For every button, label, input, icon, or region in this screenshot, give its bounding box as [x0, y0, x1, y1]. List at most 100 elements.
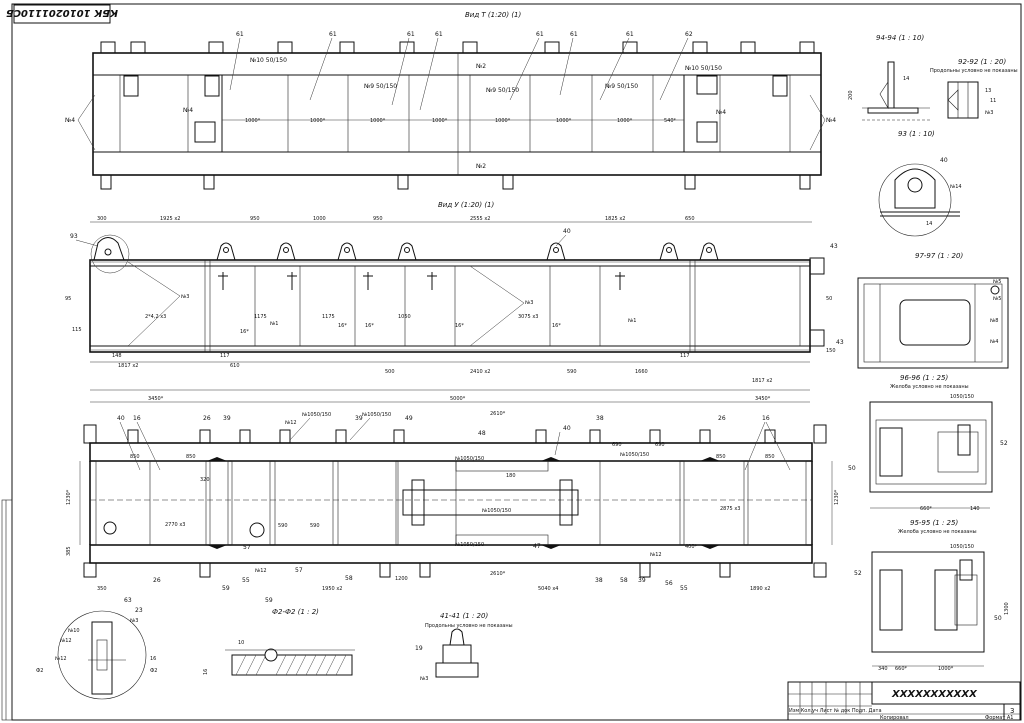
svg-text:61: 61 — [570, 31, 578, 38]
svg-text:1000*: 1000* — [617, 118, 633, 124]
svg-text:690: 690 — [655, 442, 665, 448]
svg-text:1890 x2: 1890 x2 — [750, 586, 770, 592]
svg-text:№12: №12 — [55, 656, 67, 662]
svg-text:1925 x2: 1925 x2 — [160, 216, 180, 222]
svg-text:55: 55 — [680, 585, 688, 592]
svg-text:16*: 16* — [240, 329, 249, 335]
svg-text:40: 40 — [563, 425, 571, 432]
view-u-title: Вид У (1:20) (1) — [438, 201, 494, 209]
svg-text:№2: №2 — [476, 163, 486, 170]
svg-text:39: 39 — [355, 415, 363, 422]
svg-text:180: 180 — [506, 473, 516, 479]
svg-text:Копировал: Копировал — [880, 715, 909, 721]
svg-text:1000*: 1000* — [495, 118, 511, 124]
svg-text:200: 200 — [848, 90, 854, 100]
svg-text:385: 385 — [66, 546, 72, 556]
section-96: 96-96 (1 : 25) Желоба условно не показан… — [848, 374, 1008, 512]
svg-text:52: 52 — [1000, 440, 1008, 447]
svg-text:610: 610 — [230, 363, 240, 369]
svg-text:94-94 (1 : 10): 94-94 (1 : 10) — [876, 34, 924, 42]
svg-text:38: 38 — [595, 577, 603, 584]
svg-text:2770 x3: 2770 x3 — [165, 522, 185, 528]
svg-text:№1050/150: №1050/150 — [482, 508, 511, 514]
svg-text:1050: 1050 — [398, 314, 411, 320]
title-block: XXXXXXXXXXX 3 Изм Кол.уч Лист № док Подп… — [787, 681, 1021, 721]
svg-text:5000*: 5000* — [450, 396, 466, 402]
svg-text:97-97 (1 : 20): 97-97 (1 : 20) — [915, 252, 963, 260]
svg-text:43: 43 — [836, 339, 844, 346]
svg-text:500: 500 — [385, 369, 395, 375]
svg-text:16*: 16* — [552, 323, 561, 329]
svg-text:№1050/150: №1050/150 — [455, 542, 484, 548]
svg-text:№12: №12 — [255, 568, 267, 574]
svg-text:1000*: 1000* — [245, 118, 261, 124]
svg-text:№3: №3 — [985, 110, 993, 116]
svg-text:300: 300 — [97, 216, 107, 222]
svg-text:№10: №10 — [68, 628, 80, 634]
detail-circle-f2: 63 23 №10 №12 №12 Ф2 Ф2 №3 16 — [36, 597, 158, 700]
svg-text:38: 38 — [596, 415, 604, 422]
svg-text:1200: 1200 — [395, 576, 408, 582]
svg-text:1230*: 1230* — [66, 489, 72, 505]
svg-text:148: 148 — [112, 353, 122, 359]
svg-text:56: 56 — [665, 580, 673, 587]
svg-text:1175: 1175 — [254, 314, 267, 320]
svg-text:95-95 (1 : 25): 95-95 (1 : 25) — [910, 519, 958, 527]
svg-text:23: 23 — [135, 607, 143, 614]
svg-text:117: 117 — [680, 353, 690, 359]
svg-text:350: 350 — [97, 586, 107, 592]
svg-text:11: 11 — [990, 98, 996, 104]
svg-text:61: 61 — [236, 31, 244, 38]
svg-text:1000*: 1000* — [432, 118, 448, 124]
svg-text:1000*: 1000* — [938, 666, 954, 672]
svg-text:1300: 1300 — [1004, 602, 1010, 615]
svg-text:61: 61 — [626, 31, 634, 38]
svg-text:№3: №3 — [420, 676, 428, 682]
svg-text:590: 590 — [567, 369, 577, 375]
svg-text:590: 590 — [278, 523, 288, 529]
svg-text:58: 58 — [620, 577, 628, 584]
svg-text:540*: 540* — [664, 118, 677, 124]
svg-text:40: 40 — [940, 157, 948, 164]
svg-text:№4: №4 — [65, 117, 75, 124]
svg-text:№3: №3 — [181, 294, 189, 300]
svg-text:Продольны условно не показаны: Продольны условно не показаны — [425, 623, 513, 629]
section-41: 41-41 (1 : 20) Продольны условно не пока… — [415, 612, 513, 682]
svg-text:55: 55 — [242, 577, 250, 584]
svg-text:№10 50/150: №10 50/150 — [685, 65, 722, 72]
svg-text:№12: №12 — [650, 552, 662, 558]
svg-text:№9 50/150: №9 50/150 — [486, 87, 519, 94]
svg-text:61: 61 — [329, 31, 337, 38]
stamp-box — [13, 4, 111, 24]
svg-text:№4: №4 — [716, 109, 726, 116]
section-94: 94-94 (1 : 10) 200 14 — [848, 34, 930, 121]
svg-text:92-92 (1 : 20): 92-92 (1 : 20) — [958, 58, 1006, 66]
svg-text:140: 140 — [970, 506, 980, 512]
svg-text:41-41 (1 : 20): 41-41 (1 : 20) — [440, 612, 488, 620]
svg-text:50: 50 — [994, 615, 1002, 622]
svg-text:61: 61 — [435, 31, 443, 38]
svg-text:96-96 (1 : 25): 96-96 (1 : 25) — [900, 374, 948, 382]
detail-callout-93 — [90, 234, 130, 274]
svg-text:320: 320 — [200, 477, 210, 483]
svg-text:№12: №12 — [285, 420, 297, 426]
svg-text:50: 50 — [848, 465, 856, 472]
svg-text:№1: №1 — [270, 321, 278, 327]
svg-text:16: 16 — [133, 415, 141, 422]
svg-text:57: 57 — [243, 544, 251, 551]
svg-text:26: 26 — [718, 415, 726, 422]
designation: XXXXXXXXXXX — [891, 689, 978, 700]
svg-text:3075 x3: 3075 x3 — [518, 314, 538, 320]
svg-text:50: 50 — [826, 296, 832, 302]
svg-text:№10 50/150: №10 50/150 — [250, 57, 287, 64]
svg-text:61: 61 — [407, 31, 415, 38]
svg-text:2875 x3: 2875 x3 — [720, 506, 740, 512]
svg-text:№8: №8 — [990, 318, 998, 324]
svg-text:5040 x4: 5040 x4 — [538, 586, 558, 592]
svg-text:1175: 1175 — [322, 314, 335, 320]
svg-text:40: 40 — [117, 415, 125, 422]
svg-text:1660: 1660 — [635, 369, 648, 375]
svg-text:1000*: 1000* — [310, 118, 326, 124]
svg-text:43: 43 — [830, 243, 838, 250]
